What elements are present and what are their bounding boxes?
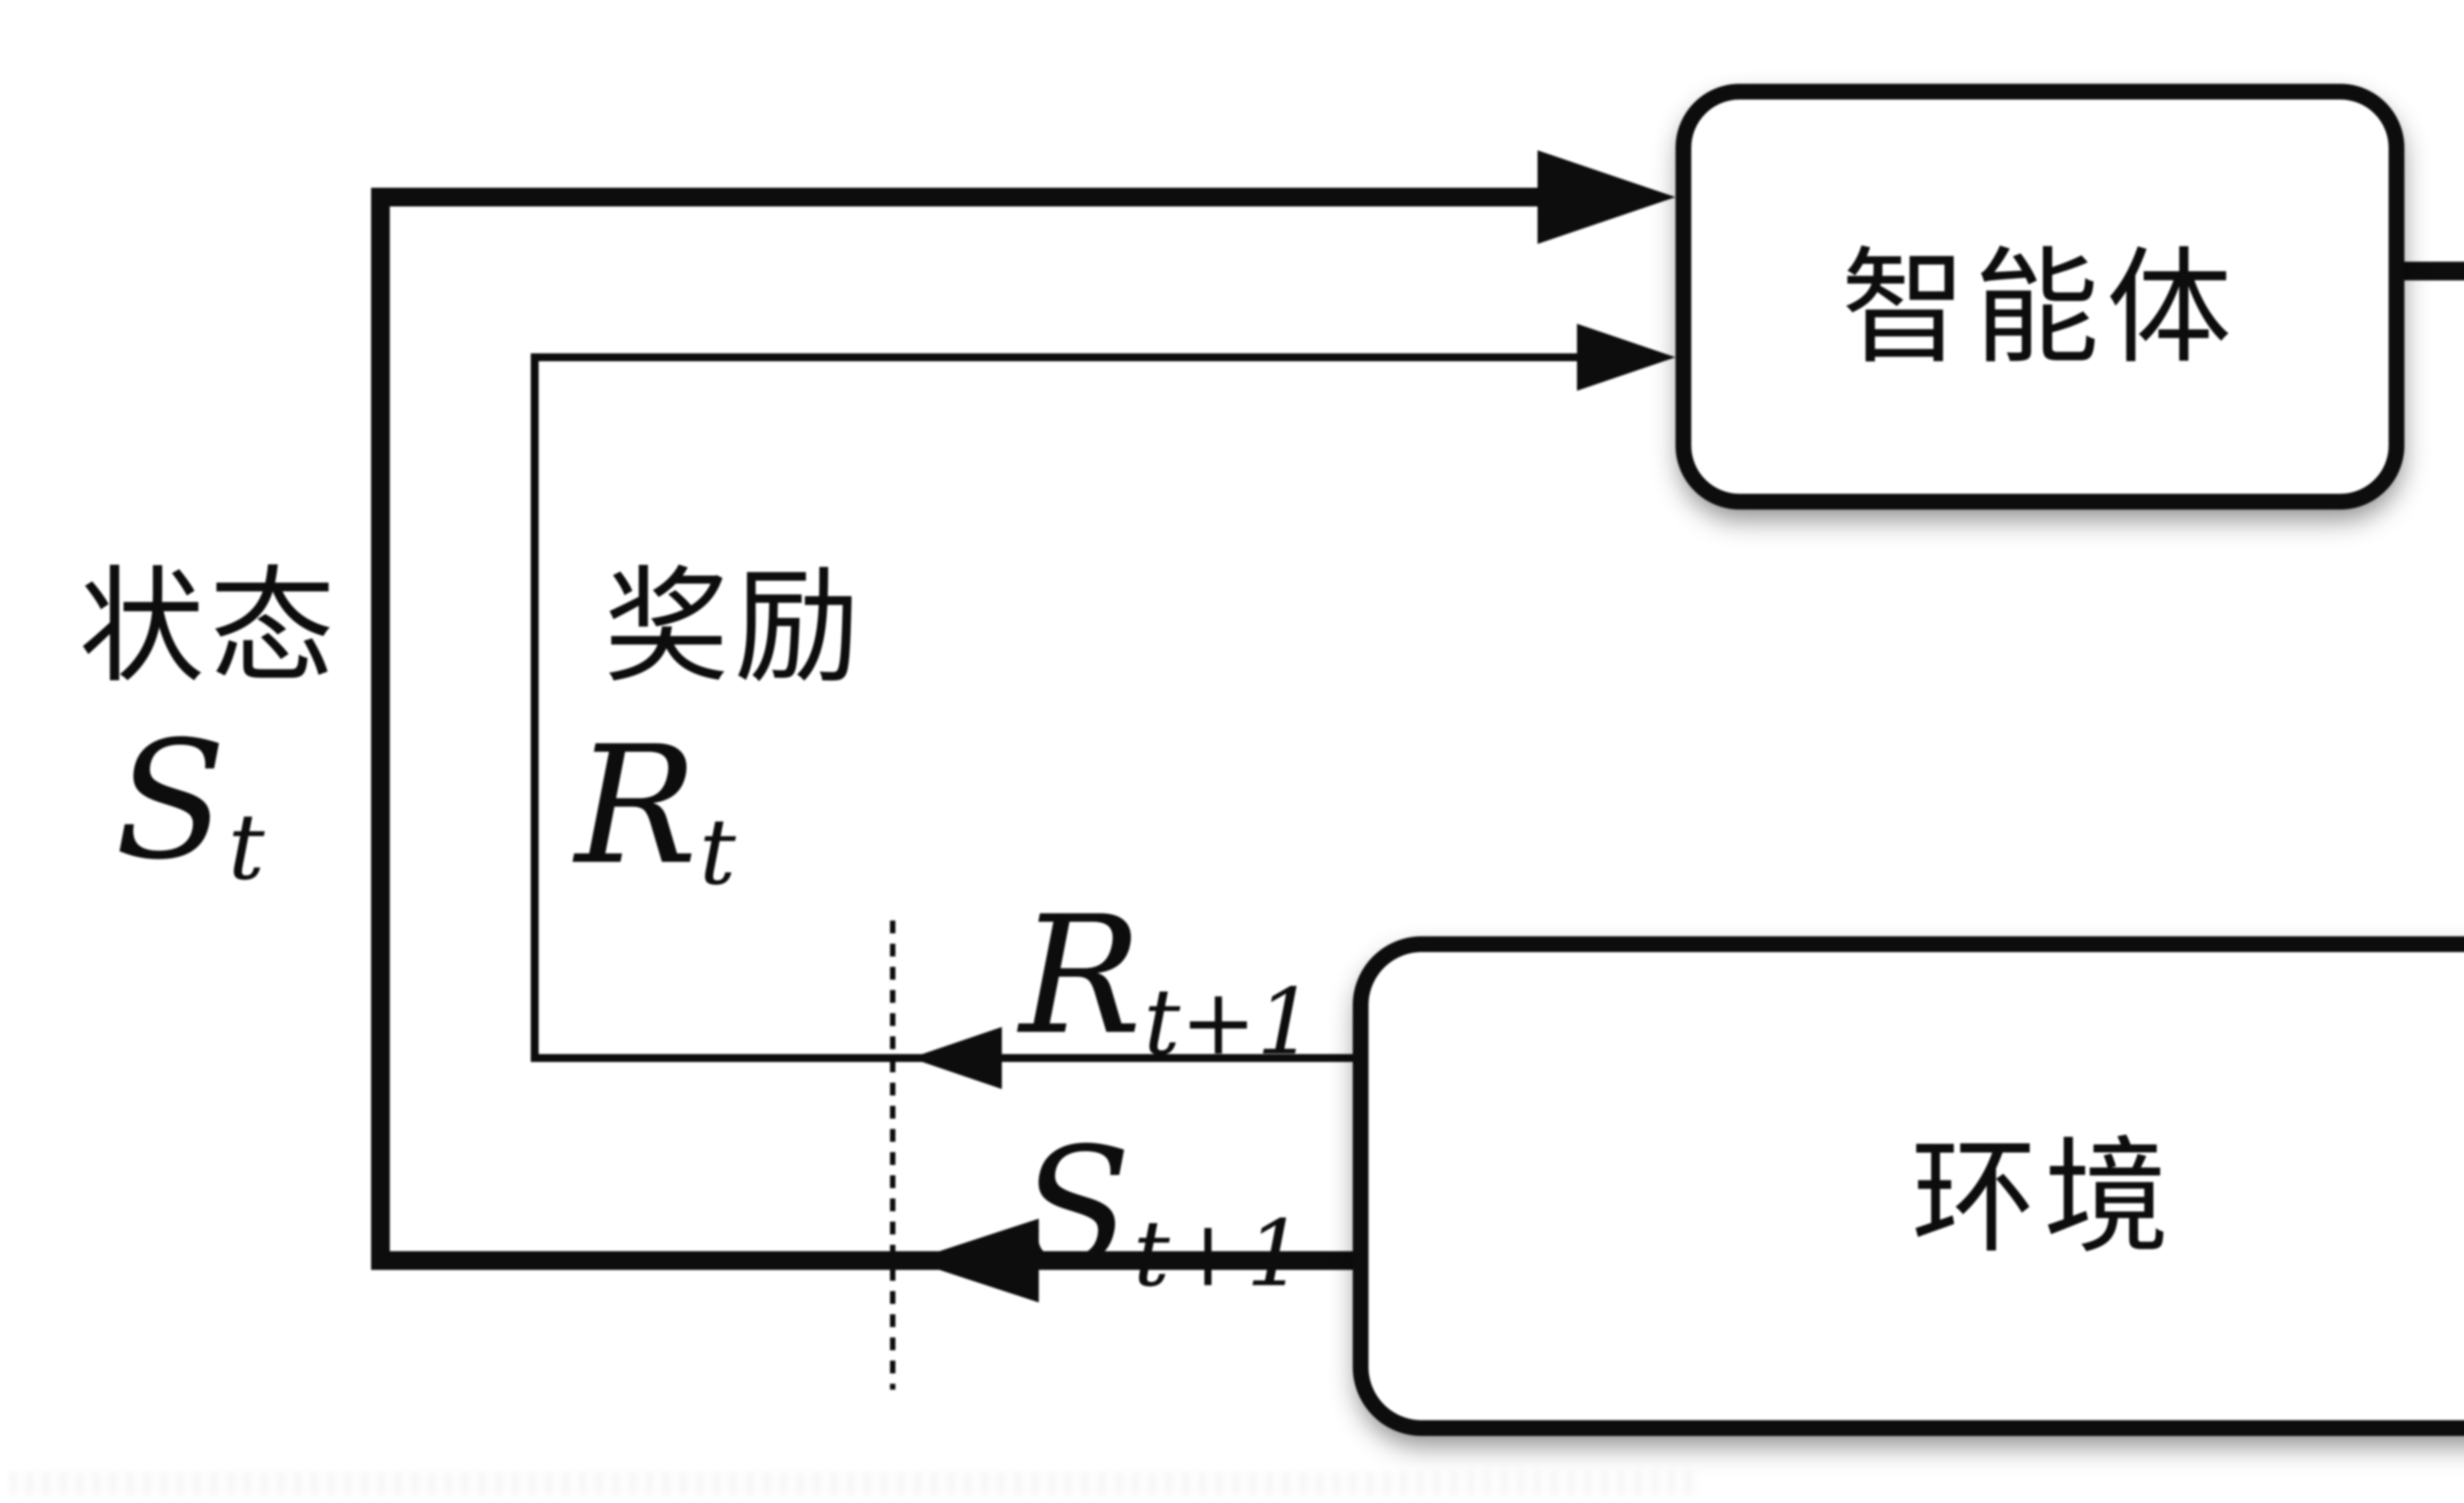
state-symbol-base: S [114, 706, 227, 895]
state-loop-left-vertical-line [371, 188, 390, 1270]
reward-loop-top-horizontal-line [531, 353, 1587, 361]
agent-node: 智能体 [1676, 84, 2404, 510]
bottom-noise-artifact [10, 1471, 1700, 1496]
state-into-agent-arrowhead-icon [1538, 150, 1676, 244]
next-state-symbol-subscript: t+1 [1133, 1200, 1304, 1307]
state-loop-top-horizontal-line [371, 188, 1547, 206]
reward-symbol-subscript: t [699, 799, 736, 906]
reward-symbol: Rt [575, 711, 736, 905]
next-state-symbol: St+1 [1020, 1113, 1304, 1307]
state-symbol-subscript: t [228, 794, 265, 901]
state-symbol: St [115, 706, 265, 900]
next-reward-symbol-subscript: t+1 [1143, 969, 1315, 1076]
reward-loop-left-vertical-line [531, 353, 539, 1062]
next-reward-symbol-base: R [1019, 881, 1142, 1070]
environment-node: 环境 [1353, 936, 2464, 1436]
state-loop-bottom-horizontal-line [371, 1251, 1353, 1270]
next-state-arrowhead-icon [911, 1219, 1039, 1302]
time-step-dashed-divider [890, 921, 895, 1390]
agent-node-label: 智能体 [1841, 239, 2239, 379]
reward-label: 奖励 [603, 559, 865, 698]
next-state-symbol-base: S [1020, 1112, 1131, 1302]
reward-symbol-base: R [575, 711, 698, 900]
environment-node-label: 环境 [1911, 1129, 2176, 1268]
state-label: 状态 [78, 559, 341, 698]
next-reward-arrowhead-icon [911, 1027, 1002, 1089]
reward-into-agent-arrowhead-icon [1577, 324, 1676, 391]
next-reward-symbol: Rt+1 [1020, 881, 1315, 1075]
